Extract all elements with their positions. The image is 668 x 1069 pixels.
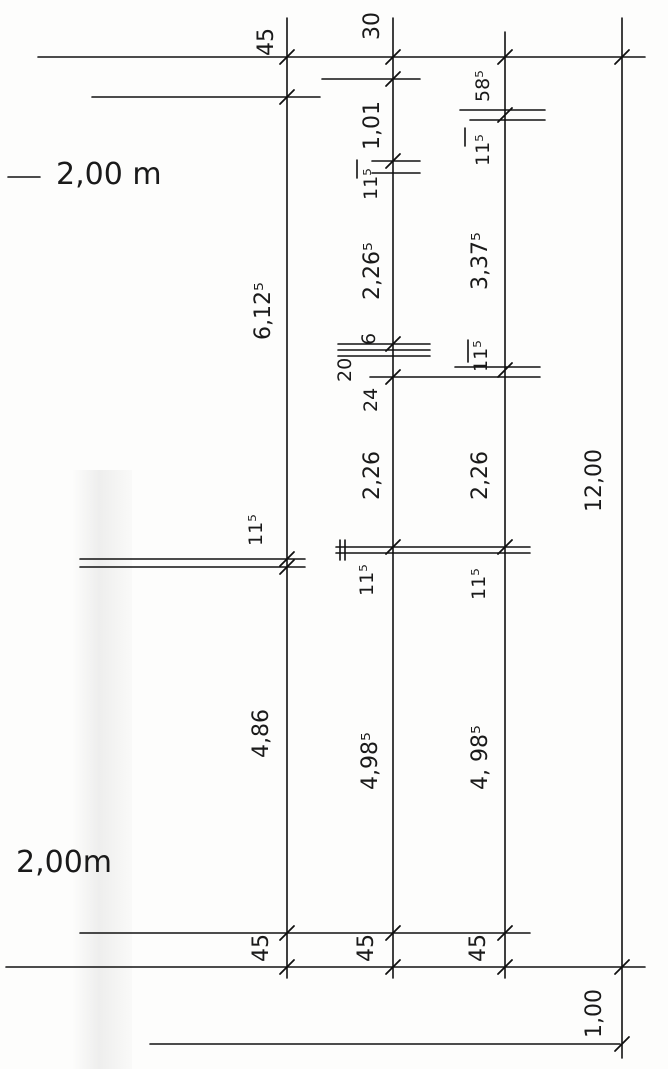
tick-mark xyxy=(497,362,513,378)
tick-mark xyxy=(385,925,401,941)
tick-mark xyxy=(497,959,513,975)
dim-col2-span-a: 1,01 xyxy=(360,101,385,150)
dim-col3-thick-b: 11⁵ xyxy=(470,340,492,372)
tick-mark xyxy=(614,49,630,65)
dim-col1-bottom: 45 xyxy=(249,934,274,962)
tick-mark xyxy=(385,539,401,555)
dim-col2-top: 30 xyxy=(360,12,385,40)
dim-col4-overhang: 1,00 xyxy=(582,989,607,1038)
tick-mark xyxy=(385,153,401,169)
tick-mark xyxy=(279,49,295,65)
tick-mark xyxy=(497,49,513,65)
tick-mark xyxy=(279,89,295,105)
tick-mark xyxy=(497,925,513,941)
dim-col2-thick-b: 6 xyxy=(358,332,380,345)
dim-col1-thickness: 11⁵ xyxy=(245,514,267,546)
tick-mark xyxy=(614,959,630,975)
dim-col2-lower-span: 4,98⁵ xyxy=(358,732,383,790)
dim-col3-top: 58⁵ xyxy=(472,70,494,102)
dimension-ticks xyxy=(279,49,630,1052)
level-label-lower: 2,00m xyxy=(16,845,113,880)
tick-mark xyxy=(385,336,401,352)
tick-mark xyxy=(385,959,401,975)
dim-col3-span-a: 3,37⁵ xyxy=(468,232,493,290)
tick-mark xyxy=(614,1036,630,1052)
dim-col1-top: 45 xyxy=(254,28,279,56)
dim-col1-lower-span: 4,86 xyxy=(249,709,274,758)
scan-shading xyxy=(72,470,132,1069)
dim-col3-span-b: 2,26 xyxy=(468,451,493,500)
tick-mark xyxy=(385,71,401,87)
dim-col2-span-b: 2,26⁵ xyxy=(360,242,385,300)
tick-mark xyxy=(279,559,295,575)
dim-col4-total: 12,00 xyxy=(582,449,607,512)
tick-mark xyxy=(385,49,401,65)
tick-mark xyxy=(279,551,295,567)
dim-col2-thick-c: 20 xyxy=(334,357,356,382)
dim-col2-thick-d: 24 xyxy=(360,387,382,412)
dim-col2-bottom: 45 xyxy=(354,934,379,962)
tick-mark xyxy=(385,369,401,385)
tick-mark xyxy=(279,959,295,975)
dim-col1-upper-span: 6,12⁵ xyxy=(251,282,276,340)
dim-col3-thick-c: 11⁵ xyxy=(468,568,490,600)
tick-mark xyxy=(279,925,295,941)
tick-mark xyxy=(497,107,513,123)
level-label-upper: 2,00 m xyxy=(56,157,162,192)
dim-col2-thick-a: 11⁵ xyxy=(360,168,382,200)
dim-col3-bottom: 45 xyxy=(466,934,491,962)
tick-mark xyxy=(497,539,513,555)
dim-col3-thick-a: 11⁵ xyxy=(472,134,494,166)
dim-col3-lower-span: 4, 98⁵ xyxy=(468,725,493,790)
dim-col2-thick-e: 11⁵ xyxy=(356,564,378,596)
dim-col2-span-c: 2,26 xyxy=(360,451,385,500)
